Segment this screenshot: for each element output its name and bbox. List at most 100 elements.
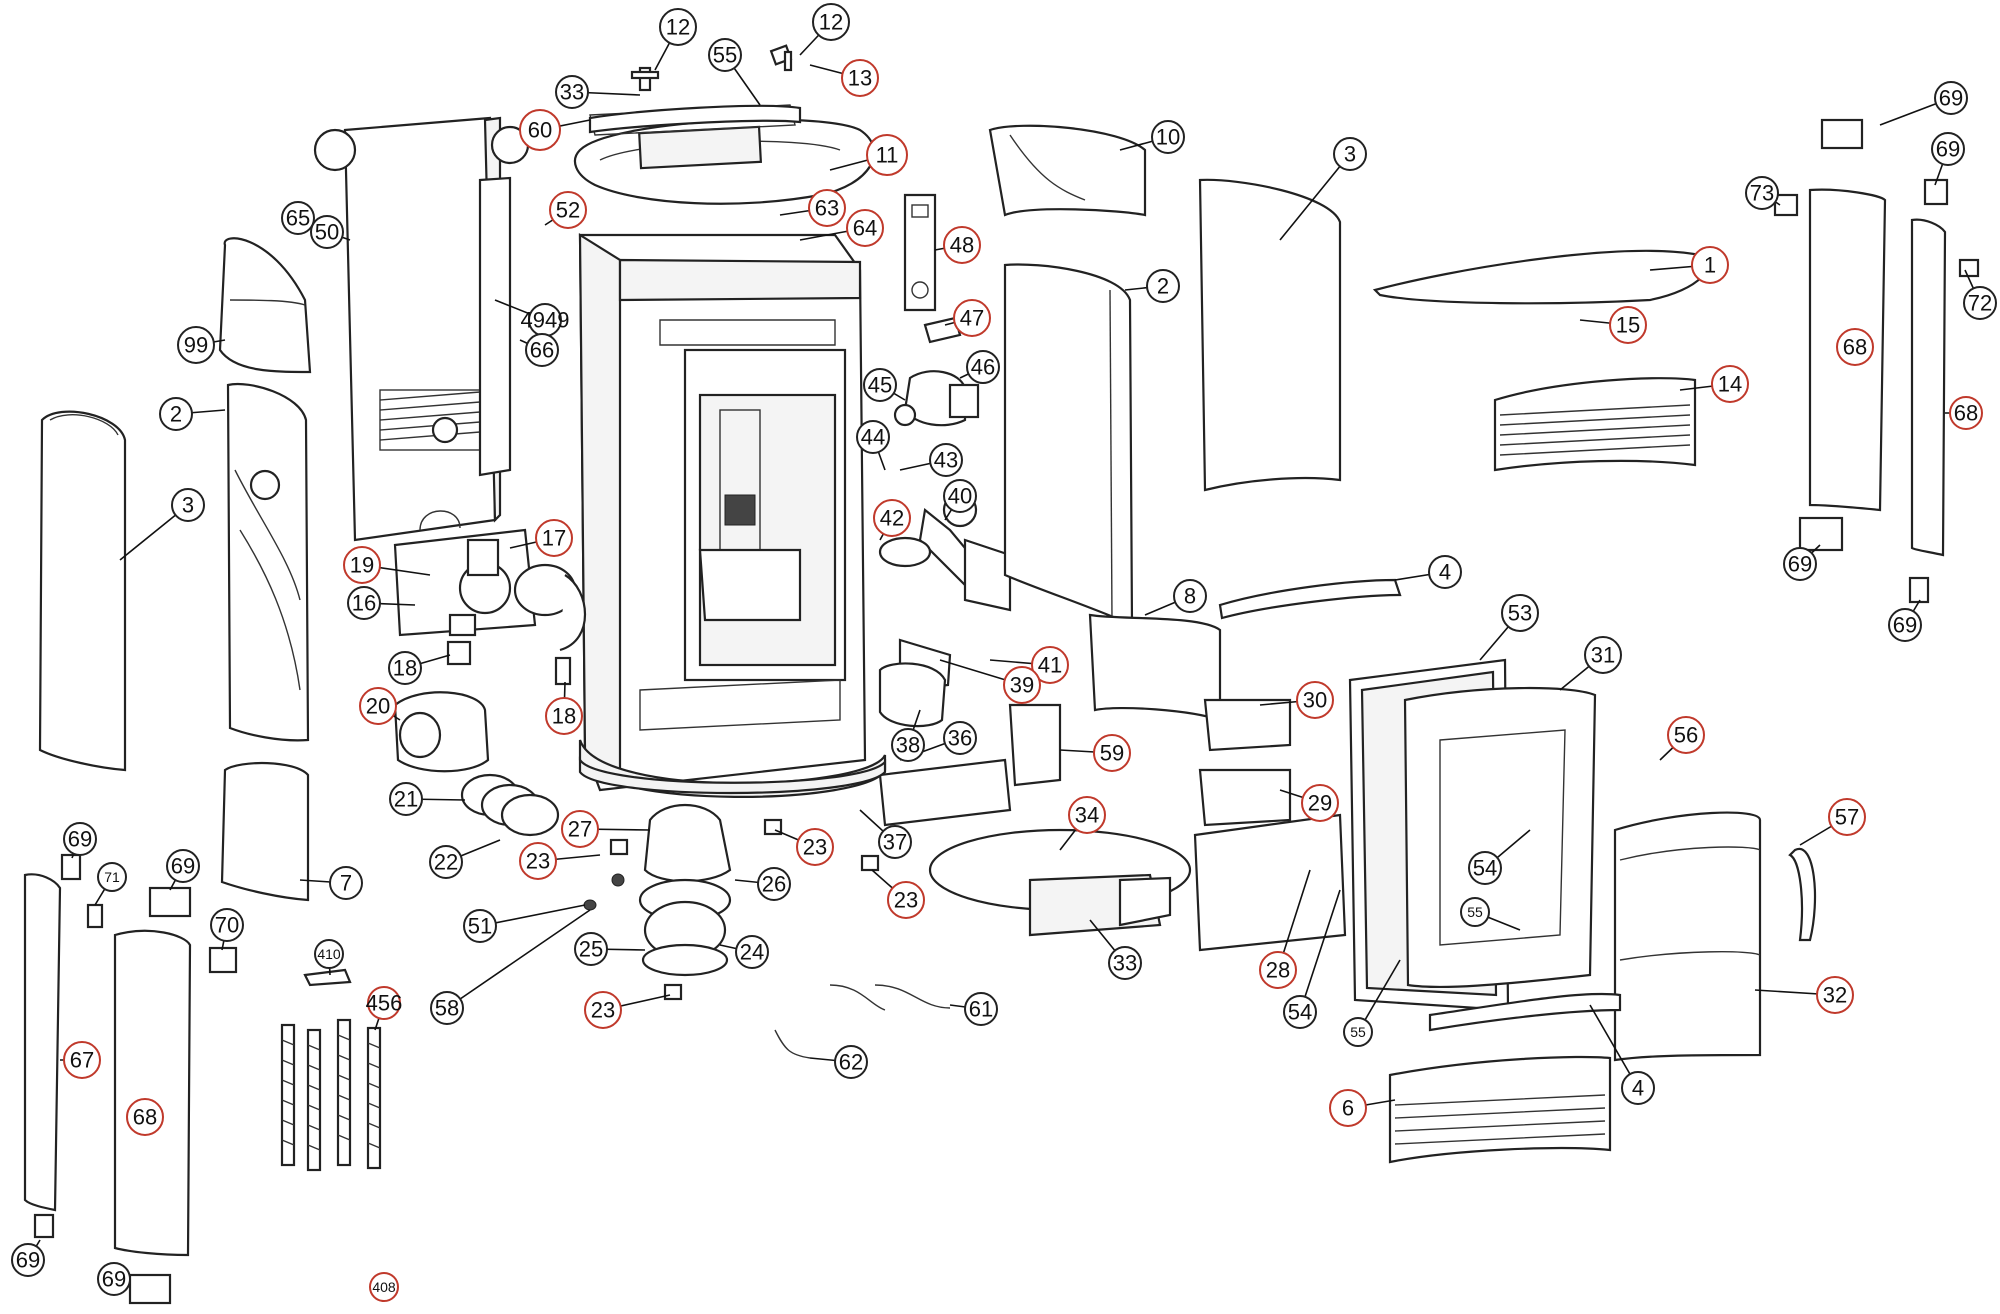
callout-label: 48 [950, 233, 974, 258]
callout-circle [1093, 734, 1131, 772]
callout-circle [891, 728, 925, 762]
callout-circle [841, 59, 879, 97]
callout-71: 71 [97, 862, 127, 892]
wires-part [774, 984, 951, 1059]
callout-label: 8 [1184, 584, 1196, 609]
callout-59: 59 [1093, 734, 1131, 772]
callout-47: 47 [953, 299, 991, 337]
callout-circle [1329, 1089, 1367, 1127]
callout-circle [1333, 137, 1367, 171]
callout-label: 69 [16, 1248, 40, 1273]
callout-23: 23 [796, 828, 834, 866]
callout-label: 60 [528, 118, 552, 143]
callout-circle [535, 519, 573, 557]
callout-circle [834, 1045, 868, 1079]
callout-32: 32 [1816, 976, 1854, 1014]
callout-13: 13 [841, 59, 879, 97]
callout-circle [1468, 851, 1502, 885]
callout-circle [561, 810, 599, 848]
callout-circle [555, 75, 589, 109]
callout-11: 11 [866, 134, 908, 176]
callout-circle [1745, 176, 1779, 210]
callout-circle [796, 828, 834, 866]
springs-part [280, 968, 382, 1172]
callout-circle [1031, 646, 1069, 684]
panel-3-right-part [1198, 178, 1342, 492]
callout-label: 15 [1616, 313, 1640, 338]
callout-circle [97, 862, 127, 892]
callout-label: 67 [70, 1048, 94, 1073]
callout-14: 14 [1711, 365, 1749, 403]
callout-18: 18 [388, 651, 422, 685]
callout-38: 38 [891, 728, 925, 762]
callout-circle [519, 842, 557, 880]
callout-label: 16 [352, 591, 376, 616]
callout-46: 46 [966, 350, 1000, 384]
callout-circle [1691, 246, 1729, 284]
callout-68: 68 [126, 1098, 164, 1136]
callout-label: 69 [1893, 613, 1917, 638]
ash-drawer-34-part [928, 828, 1192, 937]
callout-410: 410 [314, 939, 344, 969]
callout-label: 69 [1788, 552, 1812, 577]
callout-label: 69 [1936, 137, 1960, 162]
grille-6-part [1388, 1055, 1612, 1164]
callout-label: 24 [740, 940, 764, 965]
callout-circle [63, 1041, 101, 1079]
callout-circle [943, 479, 977, 513]
callout-36: 36 [943, 721, 977, 755]
callout-label: 3 [182, 493, 194, 518]
callout-56: 56 [1667, 716, 1705, 754]
callout-circle [329, 866, 363, 900]
rear-panel-part [313, 116, 530, 542]
callout-label: 32 [1823, 983, 1847, 1008]
callout-label: 27 [568, 817, 592, 842]
callout-circle [1068, 796, 1106, 834]
callout-53: 53 [1501, 594, 1539, 632]
callout-42: 42 [873, 499, 911, 537]
callout-1: 1 [1691, 246, 1729, 284]
callout-label: 66 [530, 338, 554, 363]
callout-circle [429, 845, 463, 879]
callout-circle [808, 189, 846, 227]
callout-circle [1296, 681, 1334, 719]
callout-circle [430, 991, 464, 1025]
callout-circle [943, 226, 981, 264]
callout-label: 55 [1350, 1024, 1366, 1040]
callout-69: 69 [11, 1243, 45, 1277]
trim-4-upper-part [1218, 578, 1402, 620]
callout-label: 55 [1467, 904, 1483, 920]
callout-68: 68 [1949, 396, 1983, 430]
callout-leader-3 [1279, 153, 1351, 241]
callout-circle [953, 299, 991, 337]
callout-circle [545, 697, 583, 735]
callout-label: 44 [861, 425, 885, 450]
callout-circle [126, 1098, 164, 1136]
fan-20-part [393, 691, 490, 773]
callout-64: 64 [846, 209, 884, 247]
callout-circle [1428, 555, 1462, 589]
callout-circle [63, 822, 97, 856]
callout-label: 51 [468, 914, 492, 939]
callout-label: 39 [1010, 673, 1034, 698]
callout-label: 33 [1113, 951, 1137, 976]
auger-assembly-part [878, 492, 1012, 728]
callout-label: 71 [104, 869, 120, 885]
plate-36-part [878, 703, 1062, 827]
callout-52: 52 [549, 191, 587, 229]
callout-label: 22 [434, 850, 458, 875]
panel-2-right-part [1003, 263, 1134, 627]
callout-circle [210, 908, 244, 942]
callout-circle [367, 986, 401, 1020]
callout-label: 46 [971, 355, 995, 380]
callout-17: 17 [535, 519, 573, 557]
callout-28: 28 [1259, 951, 1297, 989]
door-31-part [1403, 686, 1597, 989]
callout-16: 16 [347, 586, 381, 620]
callout-label: 23 [526, 849, 550, 874]
callout-58: 58 [430, 991, 464, 1025]
callout-label: 18 [393, 656, 417, 681]
callout-4: 4 [1621, 1071, 1655, 1105]
callout-45: 45 [863, 368, 897, 402]
callout-60: 60 [519, 109, 561, 151]
